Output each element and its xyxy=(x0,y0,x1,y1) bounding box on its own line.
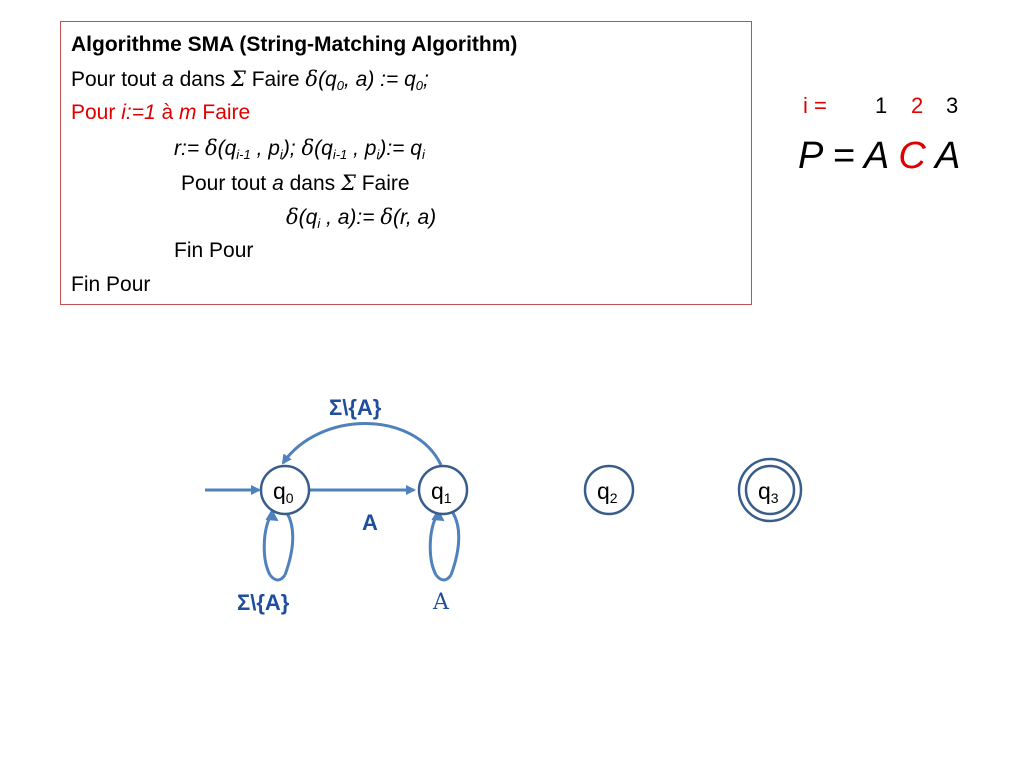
pattern-string: P = A C A xyxy=(798,135,960,178)
faire-keyword: Faire xyxy=(251,68,300,91)
init-expr: (q0, a) := q0; xyxy=(318,68,429,93)
state-label-q1: q1 xyxy=(431,478,452,506)
pour-keyword: Pour xyxy=(71,101,116,124)
pattern-prefix: P = xyxy=(798,135,855,177)
var-a-2: a xyxy=(272,172,284,195)
index-1: 1 xyxy=(875,93,888,118)
algorithm-line-1: Pour tout a dans Σ Faire δ(q0, a) := q0; xyxy=(71,66,429,93)
faire-keyword-3: Faire xyxy=(361,172,410,195)
loop-init: i:=1 xyxy=(121,101,156,124)
algorithm-line-5: δ(qi , a):= δ(r, a) xyxy=(286,205,437,231)
edge-label-q1-self: A xyxy=(433,590,449,615)
algorithm-title: Algorithme SMA (String-Matching Algorith… xyxy=(71,33,518,56)
algorithm-line-6: Fin Pour xyxy=(174,239,254,262)
pour-tout-keyword: Pour tout xyxy=(71,68,157,91)
faire-keyword-2: Faire xyxy=(202,101,251,124)
var-m: m xyxy=(179,101,197,124)
pattern-char-2: C xyxy=(898,135,926,177)
index-label: i = xyxy=(803,93,827,118)
state-label-q0: q0 xyxy=(273,478,294,506)
state-q0 xyxy=(259,464,311,516)
sigma-symbol-2: Σ xyxy=(341,171,356,195)
edge-label-q1-q0: Σ\{A} xyxy=(329,395,382,420)
edge-q1-q0 xyxy=(281,422,443,466)
algorithm-line-7: Fin Pour xyxy=(71,273,151,296)
self-loop-q1 xyxy=(428,512,461,576)
state-q3-inner xyxy=(744,464,796,516)
state-label-q3: q3 xyxy=(758,478,779,506)
algorithm-line-2: Pour i:=1 à m Faire xyxy=(71,100,250,126)
state-q1 xyxy=(417,464,469,516)
edge-label-q0-self: Σ\{A} xyxy=(237,590,290,615)
algorithm-line-3: r:= δ(qi-1 , pi); δ(qi-1 , pi):= qi xyxy=(174,136,425,162)
self-loop-q0 xyxy=(262,512,295,576)
pattern-char-3: A xyxy=(934,135,961,177)
var-a: a xyxy=(162,68,174,91)
pattern-char-1: A xyxy=(863,135,888,177)
algorithm-box: Algorithme SMA (String-Matching Algorith… xyxy=(60,21,752,305)
sigma-symbol: Σ xyxy=(231,67,246,91)
state-label-q2: q2 xyxy=(597,478,618,506)
edge-label-q0-q1: A xyxy=(362,510,378,535)
state-q2 xyxy=(583,464,635,516)
pour-tout-keyword-2: Pour tout xyxy=(181,172,267,195)
a-keyword: à xyxy=(161,101,174,124)
algorithm-line-4: Pour tout a dans Σ Faire xyxy=(181,170,410,197)
index-2: 2 xyxy=(911,93,924,118)
index-3: 3 xyxy=(946,93,959,118)
dans-keyword: dans xyxy=(179,68,226,91)
dans-keyword-2: dans xyxy=(289,172,336,195)
delta-symbol: δ xyxy=(305,67,319,91)
